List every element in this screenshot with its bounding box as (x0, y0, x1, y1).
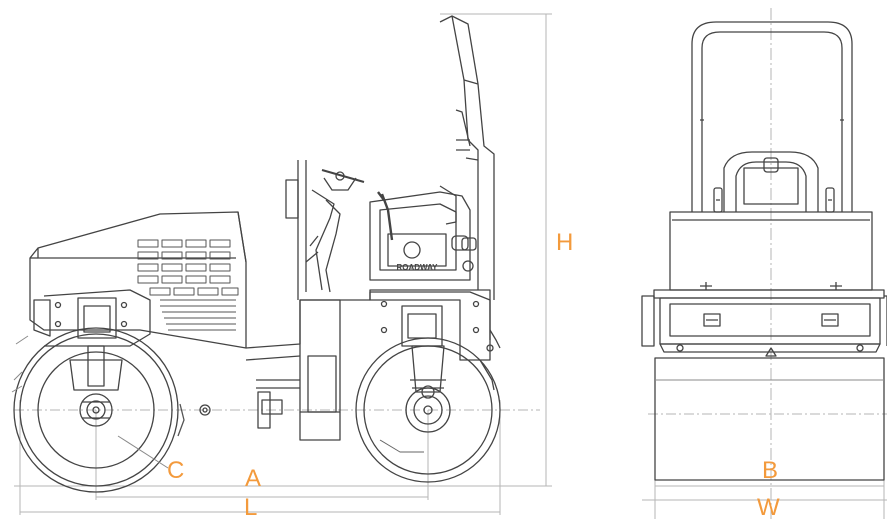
steering-column (285, 160, 365, 300)
front-drum-width (654, 357, 885, 481)
front-drum-fork (369, 289, 501, 391)
dim-label-l: L (244, 494, 257, 519)
engine-hood (29, 211, 247, 416)
side-view (11, 15, 501, 493)
rops-bar (439, 15, 495, 300)
engine-grille (137, 239, 239, 331)
front-rops-arch (691, 21, 853, 212)
dim-label-a: A (245, 465, 261, 492)
dimension-labels: H C A L B W (167, 229, 780, 519)
dim-label-b: B (762, 457, 778, 484)
brand-decal: ROADWAY (396, 263, 438, 272)
chassis-frame (177, 291, 491, 441)
rear-drum (11, 327, 179, 493)
rear-drum-fork (33, 289, 151, 347)
front-seat (723, 151, 819, 212)
front-view (641, 21, 887, 481)
front-drum (355, 337, 501, 483)
operator-seat (369, 185, 471, 281)
dim-label-c: C (167, 457, 184, 484)
control-levers (713, 187, 835, 213)
dim-label-h: H (556, 229, 573, 256)
front-body (641, 211, 887, 357)
dim-label-w: W (757, 494, 780, 519)
